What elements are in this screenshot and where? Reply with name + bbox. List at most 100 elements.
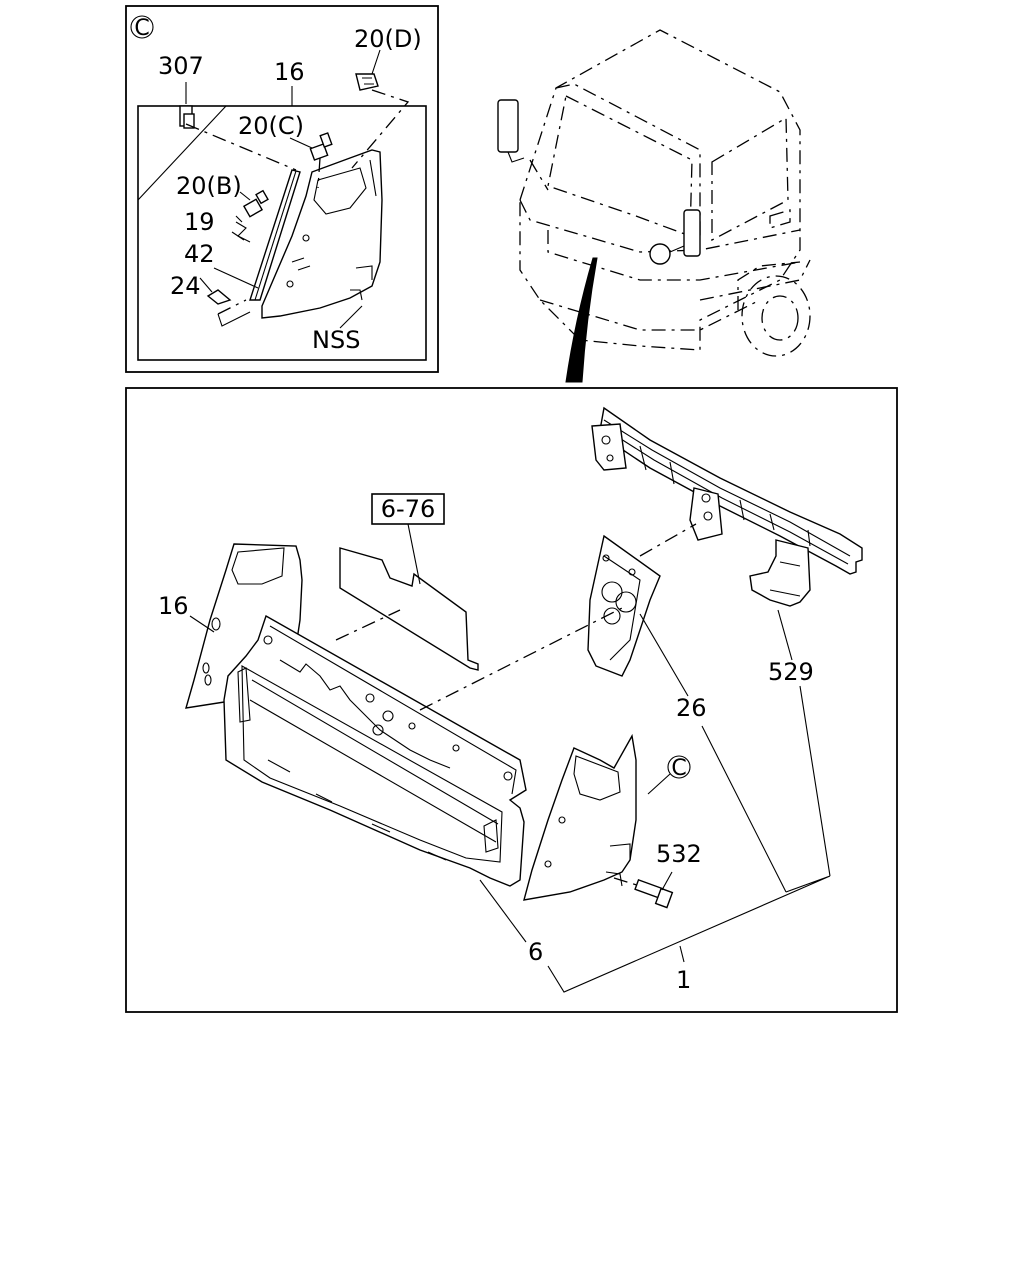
leader-1 (679, 945, 685, 963)
inset-panel-marks (291, 257, 311, 271)
inset-frame (125, 5, 439, 373)
front-panel-slots (267, 759, 447, 861)
reinforcement-hole (602, 554, 610, 562)
right-panel-hole (544, 860, 552, 868)
label-24: 24 (170, 272, 201, 300)
bracket-hole (703, 511, 713, 521)
leader-nss (339, 305, 363, 329)
inset-seal-strip (249, 169, 301, 301)
label-307: 307 (158, 52, 204, 80)
front-panel-6 (223, 614, 527, 887)
bracket-529-detail (769, 561, 801, 597)
leader-19-bracket (231, 231, 245, 241)
leader-16-main (189, 615, 215, 633)
cab-front-line (519, 199, 801, 253)
front-panel-ribs (249, 679, 499, 843)
right-panel-opening (573, 755, 621, 801)
left-panel-opening (231, 547, 285, 585)
reinforcement-hole (615, 591, 637, 613)
assembly-line-532 (613, 877, 641, 887)
inset-corner-panel (261, 149, 383, 319)
front-panel-side-bracket (483, 819, 499, 853)
inset-perspective-line (137, 105, 227, 201)
part-19-icon (235, 221, 251, 243)
leader-6 (479, 879, 527, 943)
front-panel-hole (408, 722, 416, 730)
front-panel-hole (365, 693, 375, 703)
inset-seal-strip-line (254, 170, 297, 301)
mirror-left-arm (507, 151, 525, 163)
clip-307-body (183, 113, 195, 129)
view-c-circle (130, 15, 154, 39)
leader-20d (351, 89, 410, 169)
reinforcement-hole (601, 581, 623, 603)
inset-panel-details (350, 159, 377, 301)
reinforcement-hole (603, 607, 621, 625)
label-6-76: 6-76 (381, 495, 435, 523)
leader-20d-text (371, 49, 381, 75)
bolt-532-head (654, 887, 674, 909)
front-panel-stiffener (279, 659, 451, 769)
assembly-line-cross (639, 523, 697, 557)
left-panel-hole (211, 617, 221, 631)
leader-532 (661, 871, 673, 891)
assembly-bracket-1 (547, 685, 831, 993)
clip-20d-detail (362, 77, 374, 85)
leader-24-bracket (217, 311, 251, 327)
label-529: 529 (768, 658, 814, 686)
cab-lower-line (699, 259, 811, 301)
cab-windshield-edge (555, 83, 701, 240)
cab-door-handle (769, 209, 791, 229)
front-panel-left-bracket (237, 667, 251, 723)
inset-panel-hole (286, 280, 294, 288)
label-20c: 20(C) (238, 112, 304, 140)
label-42: 42 (184, 240, 215, 268)
insulator-panel-icon (339, 547, 479, 671)
clip-20d-icon (355, 73, 379, 91)
inset-inner-frame (137, 105, 427, 361)
bracket-hole (601, 435, 611, 445)
leader-529 (777, 609, 793, 661)
bracket-529-icon (749, 539, 811, 607)
mirror-right-icon (683, 209, 701, 257)
label-532: 532 (656, 840, 702, 868)
inset-panel-hole (302, 234, 310, 242)
right-panel-hole (558, 816, 566, 824)
leader-19 (235, 215, 243, 223)
front-panel-hole (503, 771, 513, 781)
fastener-20c-head (319, 132, 333, 148)
leader-42 (213, 267, 259, 289)
right-corner-panel-icon (523, 733, 637, 901)
cab-wheel-hub (761, 295, 799, 341)
front-panel-face (241, 665, 503, 863)
cab-outline (519, 29, 801, 351)
main-view: 6-76 C 16 529 26 532 6 1 (125, 387, 898, 1013)
label-view-c-main: C (671, 756, 686, 781)
cross-member-left-bracket (591, 423, 627, 471)
front-panel-hole (452, 744, 460, 752)
truck-cab-illustration (497, 29, 811, 383)
pointer-wedge (565, 257, 598, 383)
leader-26 (639, 613, 689, 697)
fastener-20c-icon (309, 143, 329, 161)
main-frame (125, 387, 898, 1013)
reinforcement-26-inner (603, 555, 641, 661)
view-c-marker: C (134, 16, 149, 41)
fastener-20b-icon (242, 198, 264, 218)
cab-wheel (741, 275, 811, 357)
leader-view-c (647, 773, 671, 795)
reinforcement-hole (628, 568, 636, 576)
label-nss: NSS (312, 326, 360, 354)
label-26: 26 (676, 694, 707, 722)
front-panel-outline (223, 614, 527, 887)
cross-member-ribs (639, 445, 811, 547)
view-c-circle-main (667, 755, 691, 779)
label-16-inset: 16 (274, 58, 305, 86)
leader-24 (199, 277, 213, 293)
leader-6-76 (407, 523, 421, 585)
front-panel-hole (263, 635, 273, 645)
cab-grille-line (547, 230, 801, 281)
cab-side-window (711, 116, 789, 242)
leader-20b (239, 191, 251, 201)
